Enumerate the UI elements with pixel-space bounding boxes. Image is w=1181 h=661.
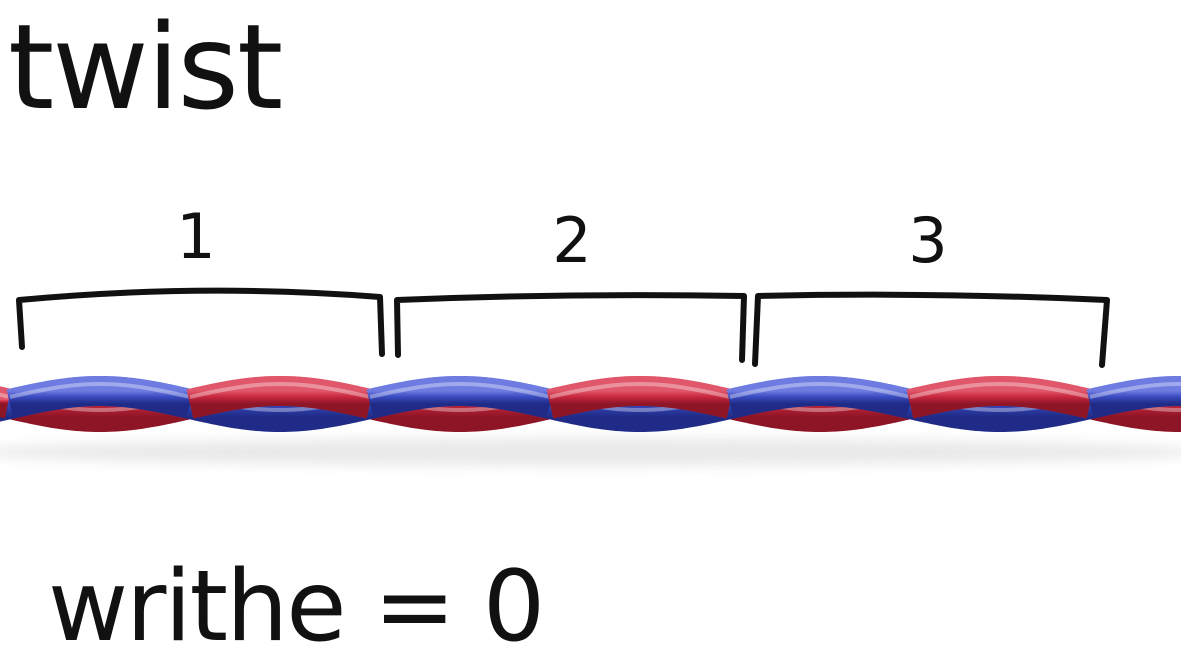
red-strand-over-highlight xyxy=(549,382,731,399)
red-strand-over xyxy=(186,376,374,419)
blue-strand-over xyxy=(6,376,194,419)
red-strand-over xyxy=(906,376,1094,419)
blue-strand-over-highlight xyxy=(729,382,911,399)
red-strand-over-highlight xyxy=(909,382,1091,399)
red-strand-over-highlight xyxy=(0,392,9,399)
bracket-2 xyxy=(394,292,747,363)
segment-label-2: 2 xyxy=(552,204,591,277)
blue-strand-over-highlight xyxy=(1089,382,1181,399)
blue-strand-over xyxy=(726,376,914,419)
blue-strand-over xyxy=(366,376,554,419)
red-strand-over xyxy=(0,386,11,419)
red-strand-over xyxy=(546,376,734,419)
segment-label-3: 3 xyxy=(908,204,947,277)
cable-shadow xyxy=(0,438,1181,466)
bracket-1 xyxy=(16,287,385,357)
title-twist: twist xyxy=(8,0,281,136)
red-strand-over-highlight xyxy=(189,382,371,399)
caption-writhe: writhe = 0 xyxy=(48,550,543,661)
blue-strand-over-highlight xyxy=(369,382,551,399)
blue-strand-over-highlight xyxy=(9,382,191,399)
segment-brackets xyxy=(16,287,1110,368)
twisted-pair-cable xyxy=(0,376,1181,432)
blue-strand-over xyxy=(1086,376,1181,419)
segment-label-1: 1 xyxy=(176,200,215,273)
bracket-3 xyxy=(752,291,1110,368)
